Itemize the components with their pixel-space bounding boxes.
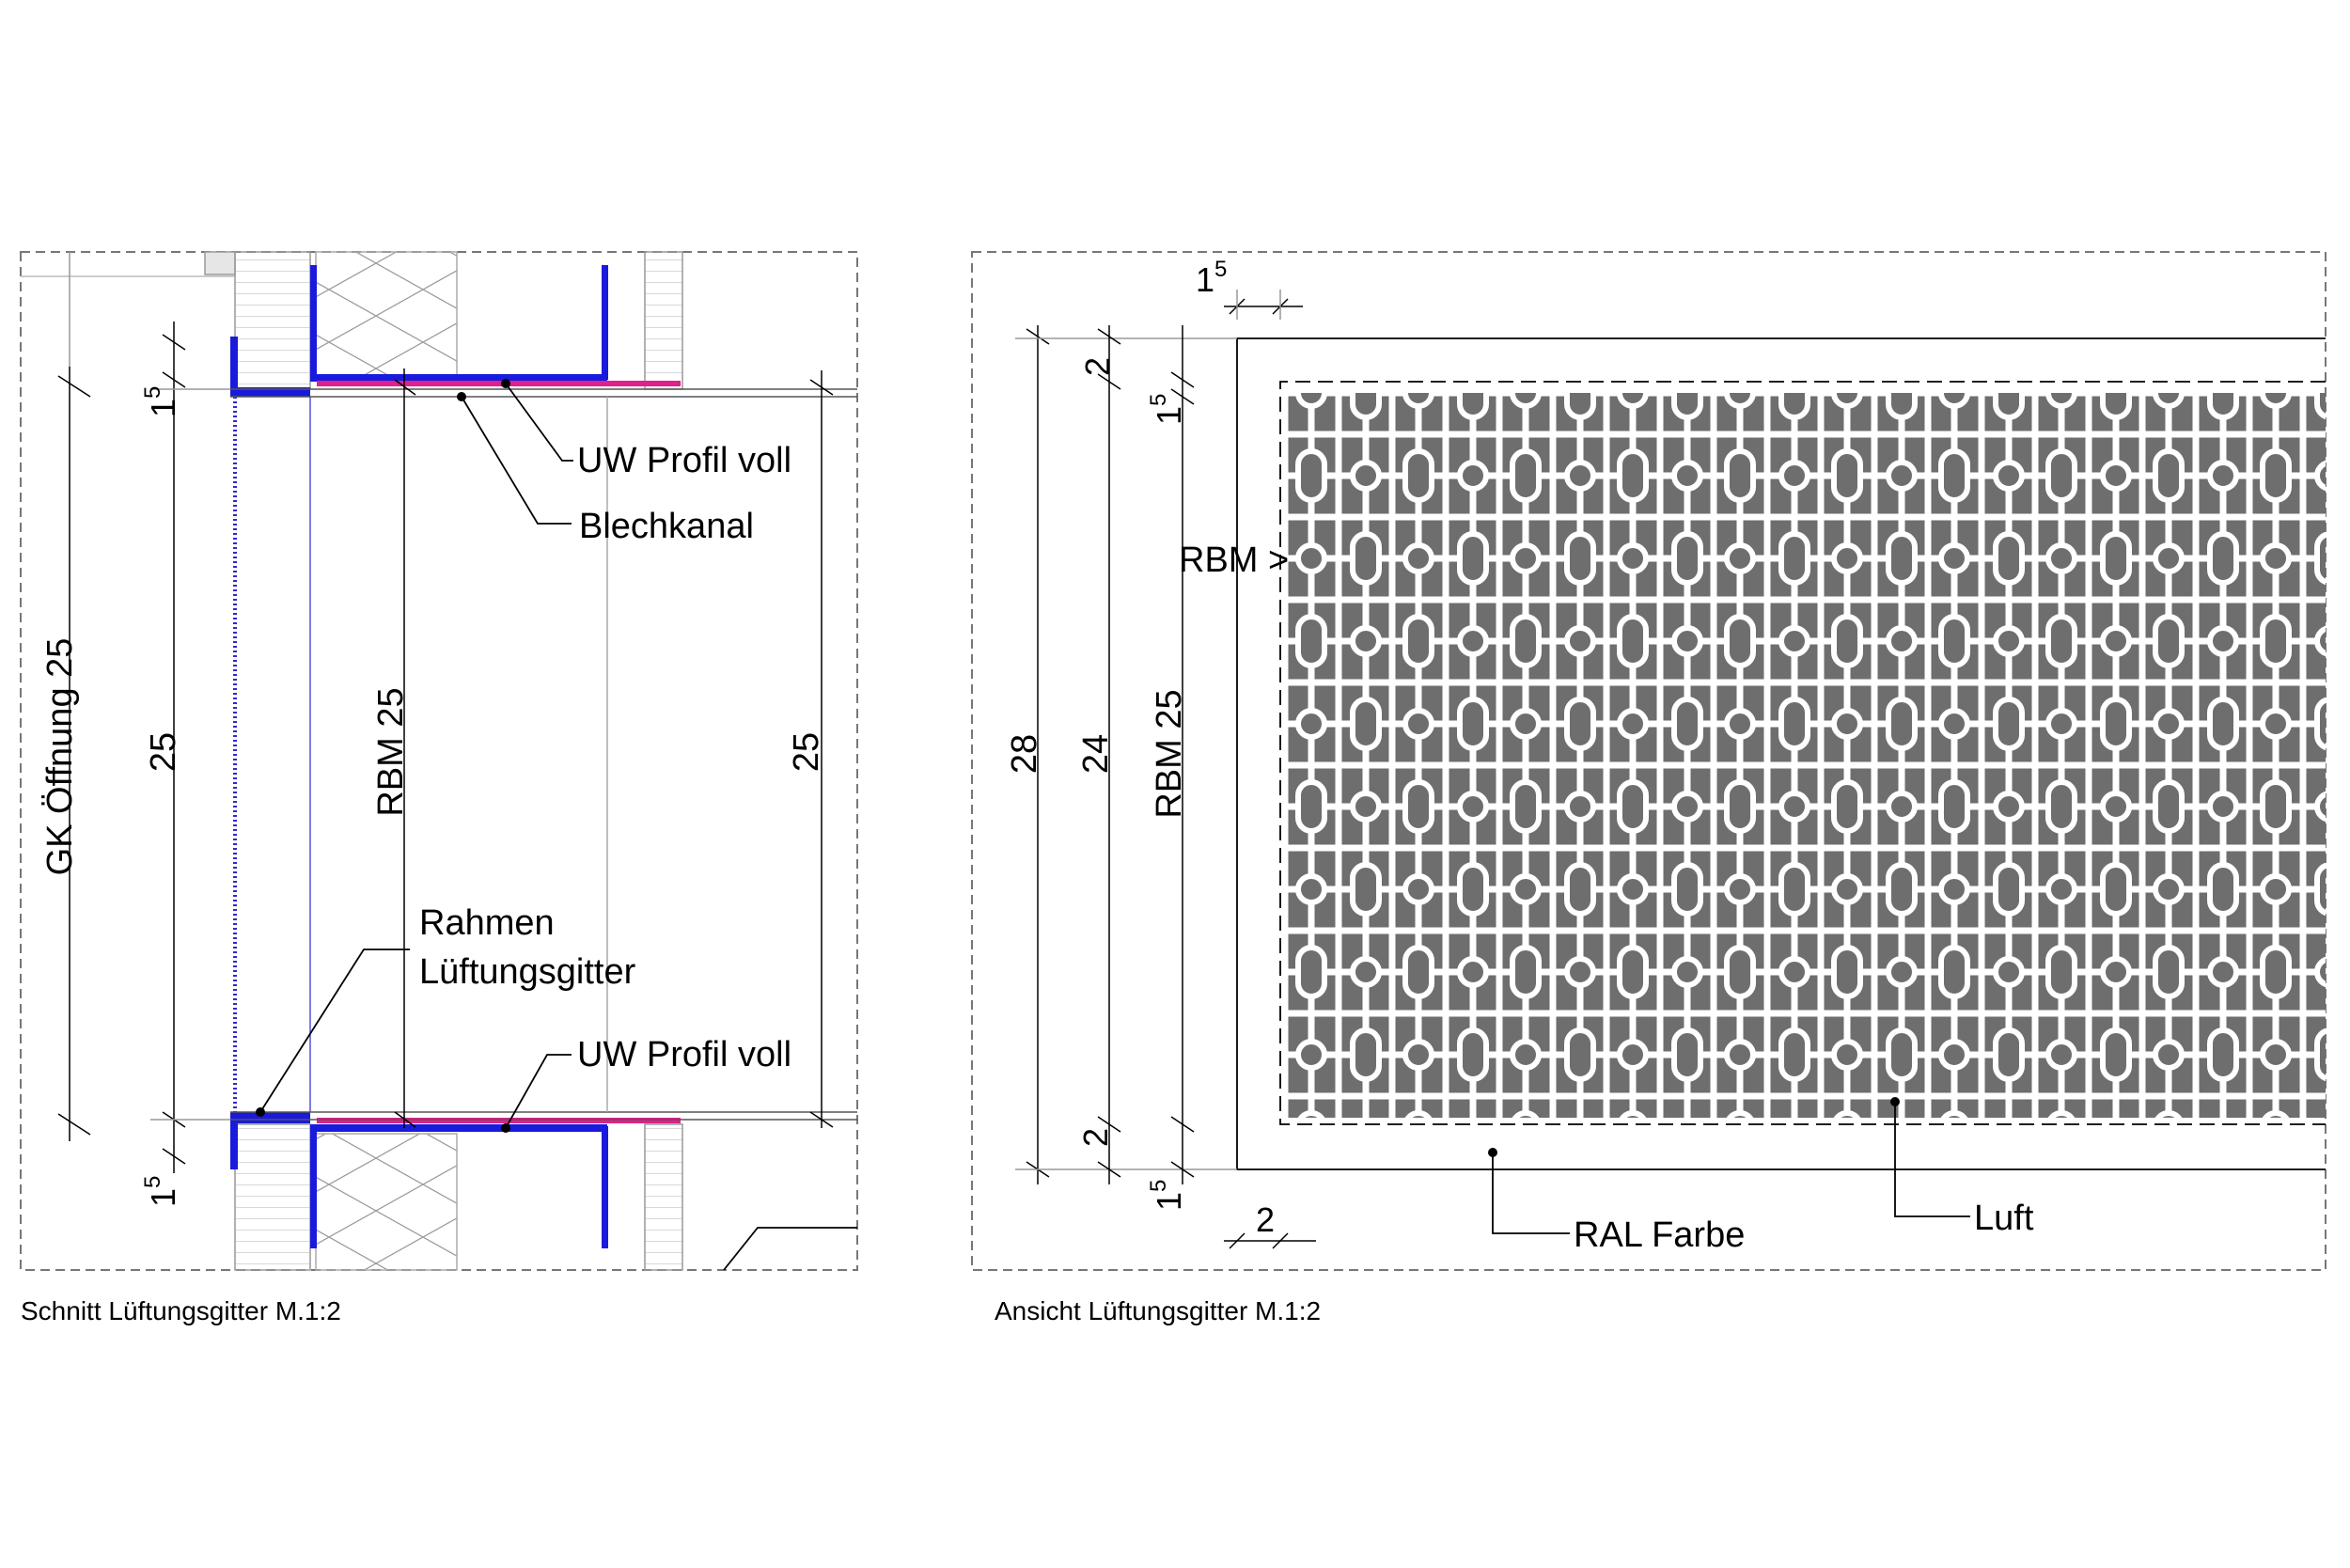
dim-text-gk-opening: GK Öffnung 25 [40,638,80,876]
rbm-dashed-line [1279,381,2326,1125]
dim-text-bottom-2: 2 [1076,1128,1115,1147]
svg-text:5: 5 [140,386,165,399]
grille-frame-section [230,337,310,1169]
gypsum-board-right-top [644,251,683,390]
dim-text-height-25: 25 [144,732,183,772]
dim-text-rbm-25: RBM 25 [371,687,411,816]
uw-profile-bottom [310,1124,608,1248]
section-corner-block [204,251,236,275]
svg-text:5: 5 [140,1176,165,1188]
gypsum-board-left-bottom [234,1123,311,1271]
dim-text-bottom-15: 1 5 [140,1176,182,1207]
dim-text-top-15-v: 1 5 [1146,394,1188,425]
label-ral-farbe: RAL Farbe [1574,1215,1745,1255]
label-luft: Luft [1974,1199,2034,1238]
elevation-view: RBM > RAL Farbe Luft 28 24 RBM 25 2 2 1 … [971,251,2326,1325]
uw-profile-top [310,265,608,382]
svg-text:1: 1 [1150,406,1188,425]
svg-text:5: 5 [1146,1180,1171,1192]
dim-chain-left [150,321,230,1173]
elevation-frame [971,251,2326,1271]
dim-text-right-25: 25 [787,732,826,772]
label-lueftungsgitter: Lüftungsgitter [419,952,636,992]
dim-text-top-2: 2 [1078,357,1117,376]
svg-text:1: 1 [1150,1192,1188,1211]
insulation-bottom [315,1133,458,1271]
grille-outer-frame [1236,337,2326,1170]
gypsum-board-right-bottom [644,1123,683,1271]
label-blechkanal: Blechkanal [579,507,754,546]
blechkanal-lines [230,388,857,1121]
dim-text-28: 28 [1005,734,1044,774]
dim-gk-opening [57,252,91,1141]
dim-text-top-15: 1 5 [140,386,182,417]
label-uw-profil-bottom: UW Profil voll [577,1035,791,1074]
elevation-dims [1015,290,1316,1249]
label-rahmen: Rahmen [419,903,555,943]
dim-text-bottom-2-h: 2 [1256,1200,1275,1239]
dim-text-top-15-h: 1 5 [1196,257,1227,299]
dim-right [809,370,834,1128]
grille-pattern [1285,393,2326,1118]
insulation-top [315,251,458,379]
svg-text:1: 1 [144,399,182,417]
svg-text:5: 5 [1146,394,1171,406]
section-view: UW Profil voll Blechkanal Rahmen Lüftung… [20,251,858,1325]
dim-text-24: 24 [1076,734,1116,774]
svg-text:1: 1 [144,1188,182,1207]
label-uw-profil-top: UW Profil voll [577,441,791,480]
elevation-leaders [1492,1102,1970,1234]
dim-text-bottom-15-v: 1 5 [1146,1180,1188,1211]
svg-text:5: 5 [1214,257,1227,282]
caption-section: Schnitt Lüftungsgitter M.1:2 [21,1296,341,1325]
membrane-top [317,381,681,386]
dim-text-rbm-25: RBM 25 [1150,689,1189,818]
svg-text:1: 1 [1196,260,1214,299]
label-rbm-arrow: RBM > [1179,541,1289,580]
gypsum-board-left-top [234,251,311,390]
membrane-bottom [317,1118,681,1123]
dim-rbm [394,368,416,1128]
section-leaders [259,383,857,1271]
elevation-leader-dots [1488,1097,1900,1157]
section-leader-dots [256,379,510,1133]
caption-elevation: Ansicht Lüftungsgitter M.1:2 [995,1296,1321,1325]
